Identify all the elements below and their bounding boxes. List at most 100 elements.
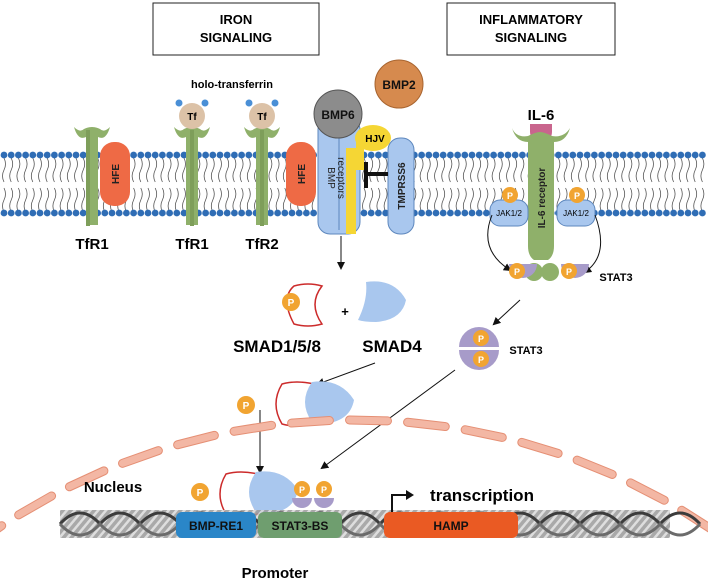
lipid-head [0,209,8,217]
lipid-head [367,209,375,217]
lipid-head [43,209,51,217]
lipid-head [281,209,289,217]
lipid-head [475,151,483,159]
lipid-head [447,151,454,159]
smad4-label: SMAD4 [362,337,422,356]
lipid-head [641,209,649,217]
lipid-head [29,151,37,159]
lipid-head [562,151,569,159]
lipid-head [223,151,231,159]
bmp2-ligand: BMP2 [374,59,424,109]
hfe-label-left: HFE [111,164,122,184]
holo-transferrin-label: holo-transferrin [191,79,273,91]
arrow-jak-left-to-stat3 [487,214,512,272]
stat3-label-dimer: STAT3 [509,345,542,357]
dna-helix [58,510,702,538]
dna-strand-waves [58,511,702,537]
lipid-head [375,209,382,217]
tmprss6-label: TMPRSS6 [397,162,408,210]
lipid-head [691,209,699,217]
lipid-head [51,209,58,217]
smad158-p: P [288,298,295,309]
lipid-head [360,209,368,217]
lipid-head [461,209,469,217]
tfr2-receptor: Tf TfR2 [244,99,280,253]
lipid-head [166,209,174,217]
lipid-head [439,209,447,217]
arrow-to-smad-complex [316,362,376,386]
transcription-label: transcription [430,486,534,505]
stat3-bs-label: STAT3-BS [272,519,329,533]
lipid-head [691,151,699,159]
lipid-head [454,151,461,159]
lipid-head [511,151,519,159]
smad-nucleus-p: P [197,488,204,499]
hjv-label: HJV [365,134,385,145]
stat3-left-p: P [514,267,520,277]
lipid-head [231,151,238,159]
transcription-start-arrow [391,490,414,512]
lipid-head [202,209,210,217]
lipid-head [655,151,663,159]
tfr1-receptor-middle: Tf TfR1 [174,99,210,253]
lipid-head [555,151,562,159]
transferrin-middle: Tf [175,99,209,129]
lipid-head [454,209,461,217]
lipid-head [310,209,317,217]
lipid-head [267,151,274,159]
lipid-head [439,151,447,159]
bmp2-label: BMP2 [382,78,416,92]
lipid-head [432,151,440,159]
jak-right-p: P [574,191,580,201]
lipid-head [108,209,116,217]
lipid-head [123,209,130,217]
lipid-head [425,209,433,217]
smad4-protein [358,281,406,322]
lipid-head [130,151,138,159]
lipid-head [425,151,433,159]
lipid-head [497,151,505,159]
lipid-head [468,209,476,217]
lipid-head [72,209,80,217]
lipid-head [151,209,159,217]
lipid-head [699,151,706,159]
iron-header-line2: SIGNALING [200,30,272,45]
stat3-dimer-on-dna: P P [292,481,334,508]
lipid-head [151,151,159,159]
lipid-head [598,151,605,159]
lipid-head [202,151,210,159]
lipid-head [130,209,138,217]
stat3-dimer-p-top: P [478,334,484,344]
lipid-head [655,209,663,217]
lipid-head [418,209,425,217]
tmprss6-protein: TMPRSS6 [387,137,415,235]
lipid-head [663,151,670,159]
lipid-head [490,151,497,159]
plus-sign: + [341,304,349,319]
hjv-protein: HJV [355,125,391,170]
lipid-head [223,209,231,217]
lipid-head [634,151,641,159]
lipid-head [598,209,605,217]
tmprss6-inhibition-mark [364,162,388,188]
stat3-dna-p-left: P [299,485,305,495]
smad158-label: SMAD1/5/8 [233,337,321,356]
lipid-head [576,151,584,159]
lipid-head [634,209,641,217]
lipid-head [238,151,246,159]
il6-label: IL-6 [528,107,555,124]
lipid-head [684,209,692,217]
lipid-head [79,209,87,217]
il6-receptor-label: IL-6 receptor [537,168,548,229]
smad-complex-nucleus: P [191,471,298,517]
tfr2-label: TfR2 [245,236,278,253]
inflammatory-header-line2: SIGNALING [495,30,567,45]
lipid-head [173,151,181,159]
lipid-head [15,209,22,217]
lipid-head [519,151,526,159]
lipid-head [677,151,685,159]
lipid-head [684,151,692,159]
lipid-head [7,209,15,217]
jak-left-label: JAK1/2 [496,209,522,218]
